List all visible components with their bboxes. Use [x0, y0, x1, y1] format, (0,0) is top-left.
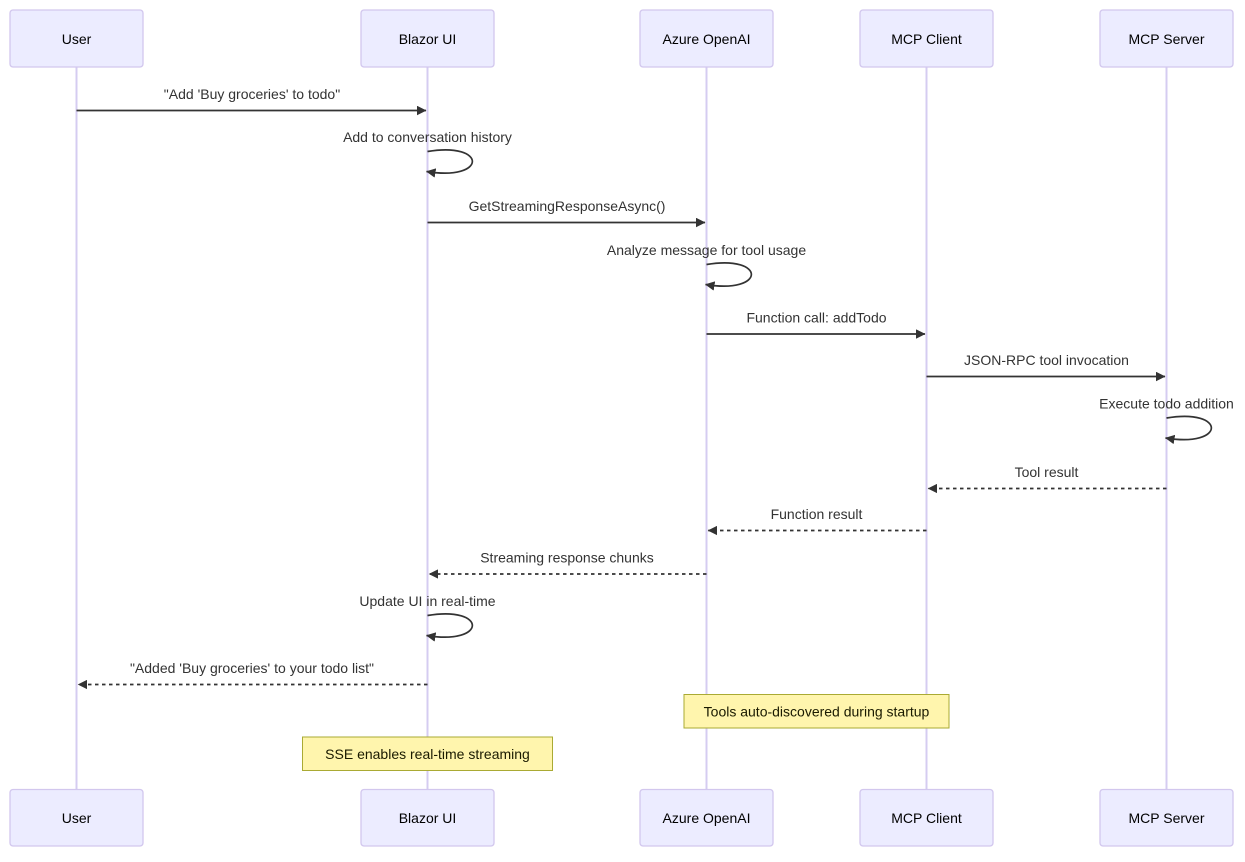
svg-text:Streaming response chunks: Streaming response chunks [480, 550, 654, 566]
svg-text:MCP Server: MCP Server [1129, 810, 1205, 826]
svg-text:Blazor UI: Blazor UI [399, 31, 457, 47]
svg-text:Function result: Function result [771, 506, 863, 522]
svg-text:GetStreamingResponseAsync(): GetStreamingResponseAsync() [469, 198, 666, 214]
svg-text:MCP Client: MCP Client [891, 810, 962, 826]
svg-text:MCP Client: MCP Client [891, 31, 962, 47]
svg-text:"Add 'Buy groceries' to todo": "Add 'Buy groceries' to todo" [164, 86, 340, 102]
svg-text:Blazor UI: Blazor UI [399, 810, 457, 826]
svg-text:SSE enables real-time streamin: SSE enables real-time streaming [325, 746, 530, 762]
svg-text:Analyze message for tool usage: Analyze message for tool usage [607, 242, 806, 258]
svg-text:Tools auto-discovered during s: Tools auto-discovered during startup [704, 704, 930, 720]
svg-text:Update UI in real-time: Update UI in real-time [359, 593, 495, 609]
svg-text:Execute todo addition: Execute todo addition [1099, 396, 1234, 412]
svg-text:"Added 'Buy groceries' to your: "Added 'Buy groceries' to your todo list… [130, 660, 374, 676]
svg-text:Azure OpenAI: Azure OpenAI [663, 810, 751, 826]
svg-text:Tool result: Tool result [1015, 464, 1079, 480]
svg-text:MCP Server: MCP Server [1129, 31, 1205, 47]
svg-text:User: User [62, 810, 92, 826]
svg-text:Azure OpenAI: Azure OpenAI [663, 31, 751, 47]
svg-text:JSON-RPC tool invocation: JSON-RPC tool invocation [964, 352, 1129, 368]
svg-text:User: User [62, 31, 92, 47]
svg-text:Function call: addTodo: Function call: addTodo [746, 310, 886, 326]
svg-text:Add to conversation history: Add to conversation history [343, 129, 512, 145]
